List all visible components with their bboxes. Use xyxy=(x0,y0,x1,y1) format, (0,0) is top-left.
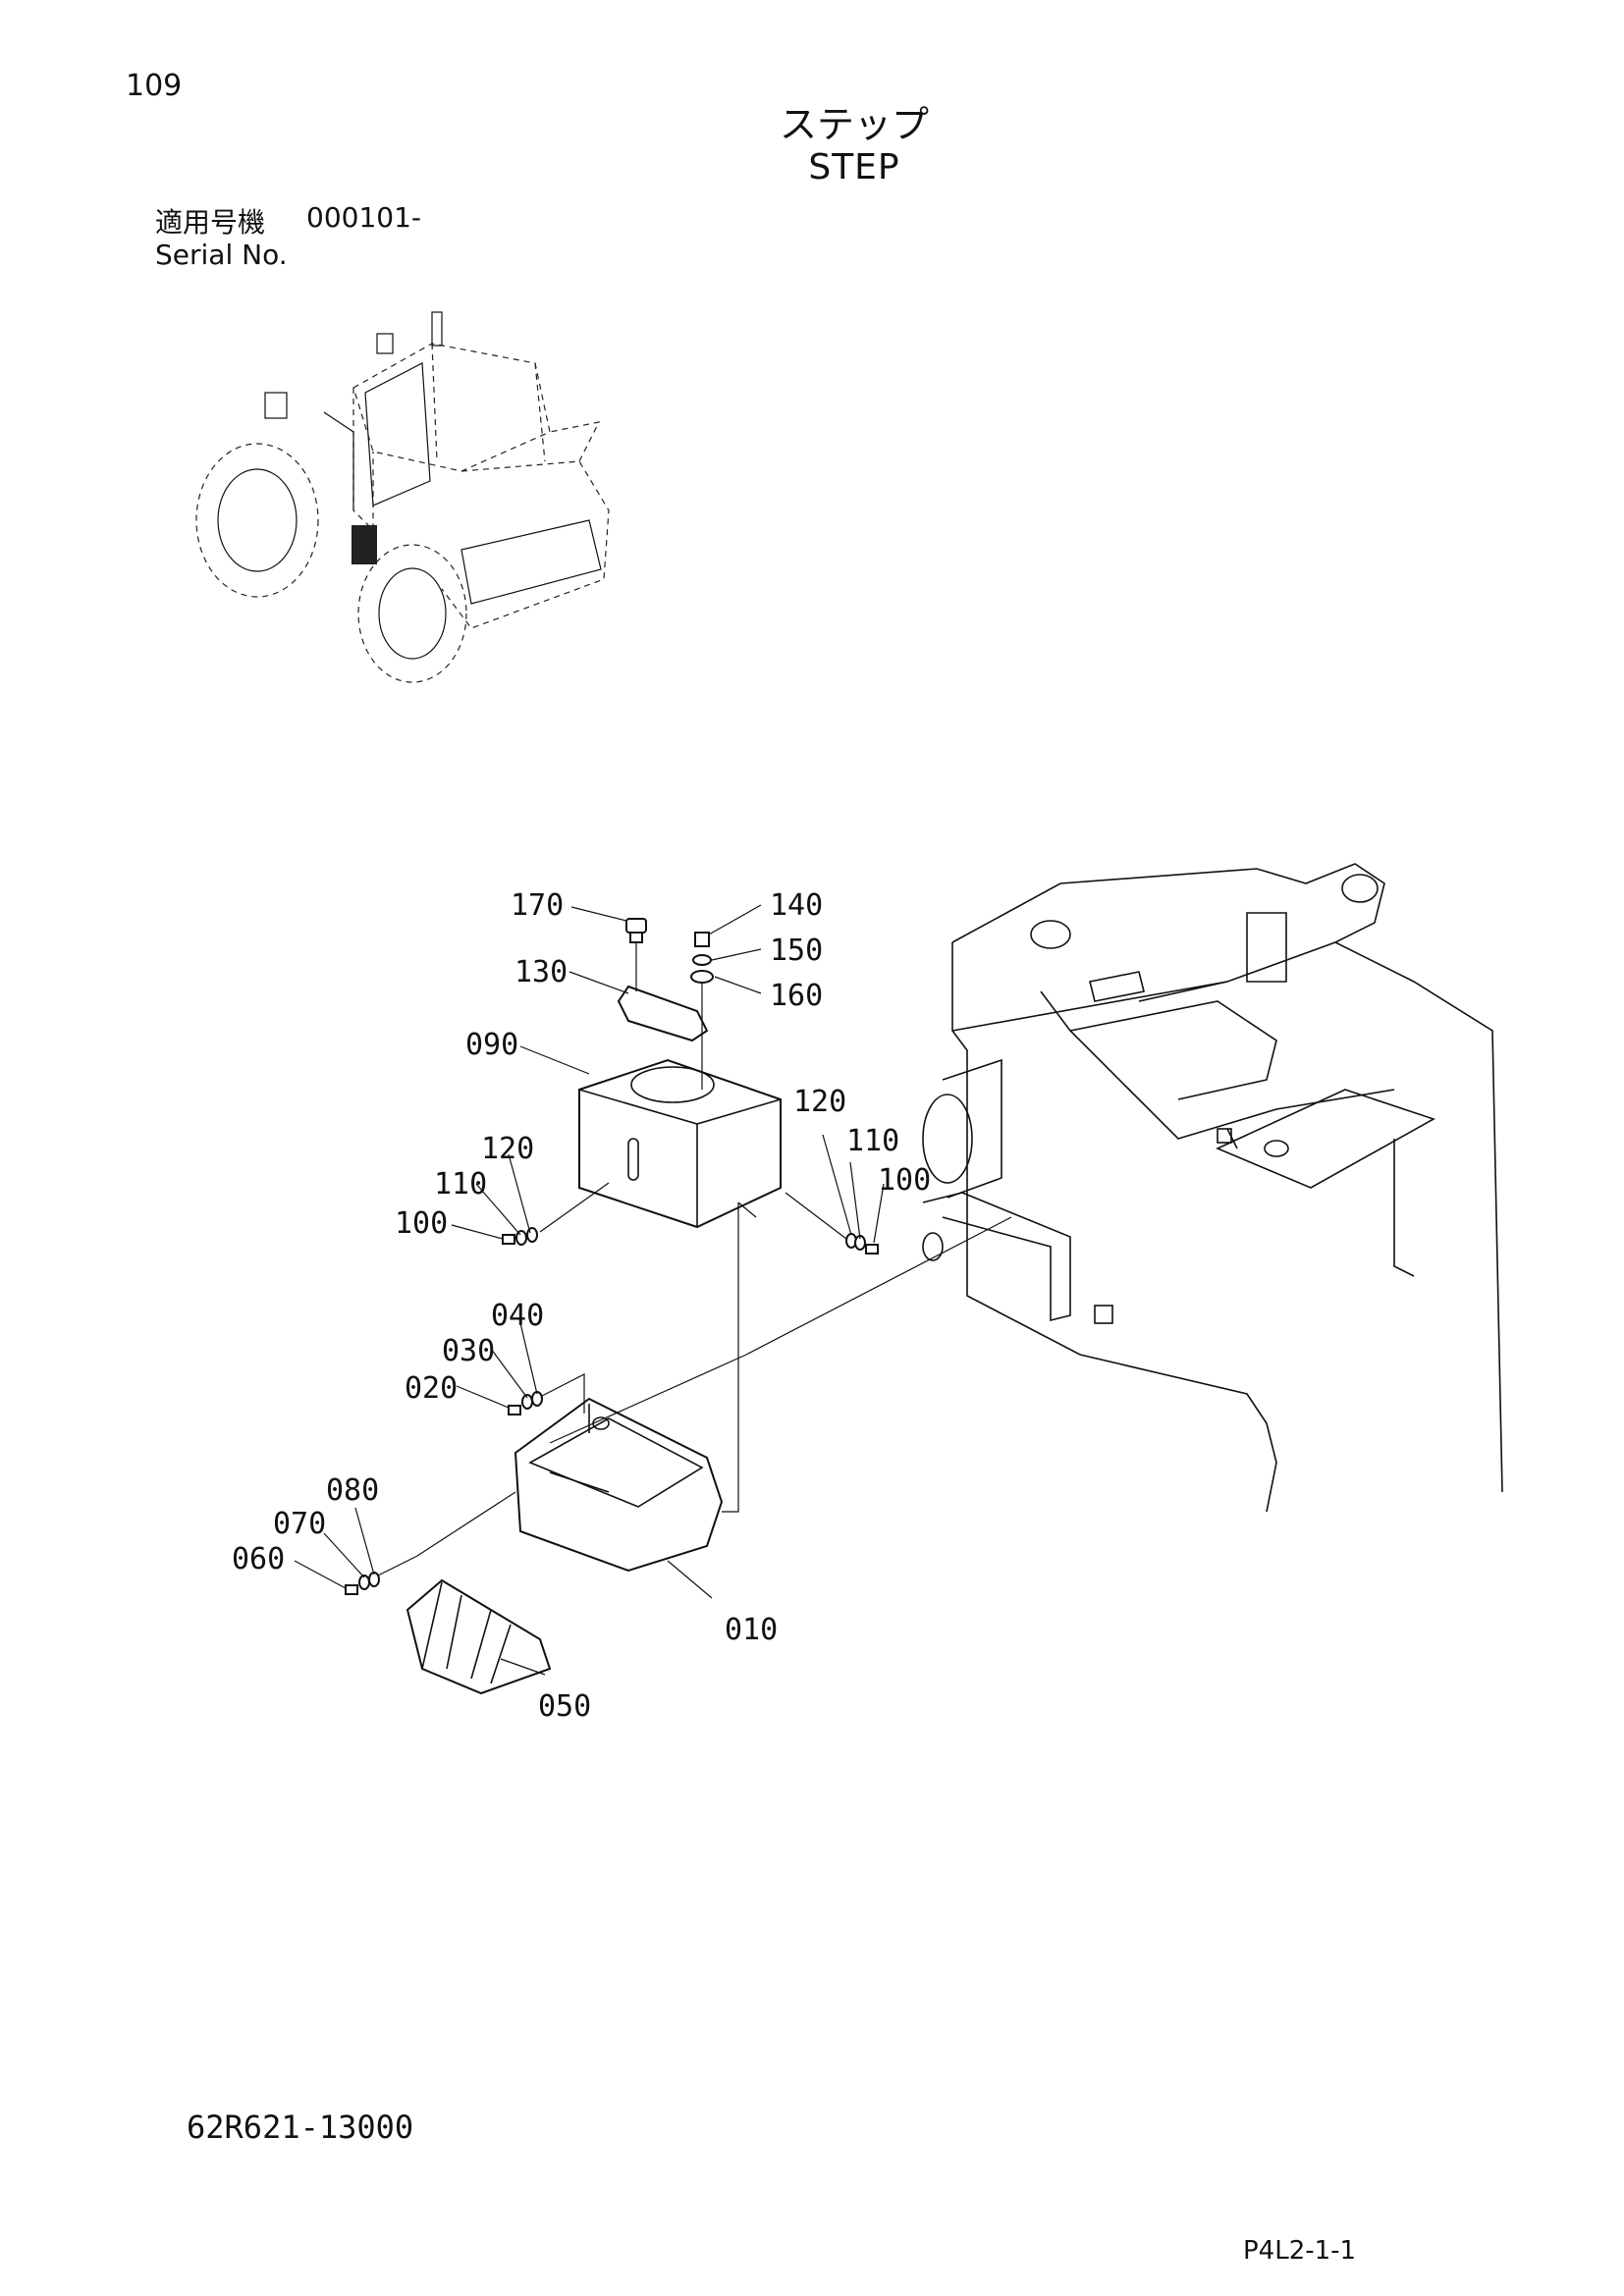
document-number: 62R621-13000 xyxy=(187,2109,414,2146)
callout-130: 130 xyxy=(514,955,568,989)
wheel-loader-drawing xyxy=(195,311,610,683)
part-090-box-cover xyxy=(578,1058,782,1229)
callout-080: 080 xyxy=(326,1473,379,1508)
callout-050: 050 xyxy=(538,1689,591,1724)
page-code: P4L2-1-1 xyxy=(1243,2236,1357,2266)
part-150-washer xyxy=(692,954,712,966)
part-130-cover-plate xyxy=(617,985,709,1042)
serial-label-japanese: 適用号機 xyxy=(155,206,266,239)
callout-120-right: 120 xyxy=(793,1085,846,1119)
part-160-washer xyxy=(690,970,714,984)
callout-060: 060 xyxy=(232,1542,285,1576)
page-number: 109 xyxy=(126,69,183,103)
callout-120-left: 120 xyxy=(481,1132,534,1166)
callout-110-left: 110 xyxy=(434,1167,487,1201)
part-050-step-support xyxy=(406,1578,552,1695)
page-title-english: STEP xyxy=(808,147,900,187)
bolts-and-washers xyxy=(345,1227,879,1595)
serial-label-english: Serial No. xyxy=(155,239,288,271)
callout-100-left: 100 xyxy=(395,1206,448,1241)
page-title-japanese: ステップ xyxy=(779,103,929,146)
callout-020: 020 xyxy=(405,1371,458,1406)
part-010-step-box xyxy=(514,1397,724,1573)
assembly-lines xyxy=(377,942,1012,1576)
callout-070: 070 xyxy=(273,1507,326,1541)
machine-frame xyxy=(922,863,1503,1513)
callout-100-right: 100 xyxy=(878,1163,931,1198)
callout-040: 040 xyxy=(491,1299,544,1333)
part-170-knob xyxy=(625,918,647,943)
callout-160: 160 xyxy=(770,979,823,1013)
callout-170: 170 xyxy=(511,888,564,923)
callout-140: 140 xyxy=(770,888,823,923)
callout-leader-lines xyxy=(294,904,885,1676)
serial-number-value: 000101- xyxy=(306,201,421,234)
callout-010: 010 xyxy=(725,1613,778,1647)
part-140-nut xyxy=(694,932,710,947)
callout-090: 090 xyxy=(465,1028,518,1062)
callout-150: 150 xyxy=(770,934,823,968)
callout-110-right: 110 xyxy=(846,1124,899,1158)
callout-030: 030 xyxy=(442,1334,495,1368)
